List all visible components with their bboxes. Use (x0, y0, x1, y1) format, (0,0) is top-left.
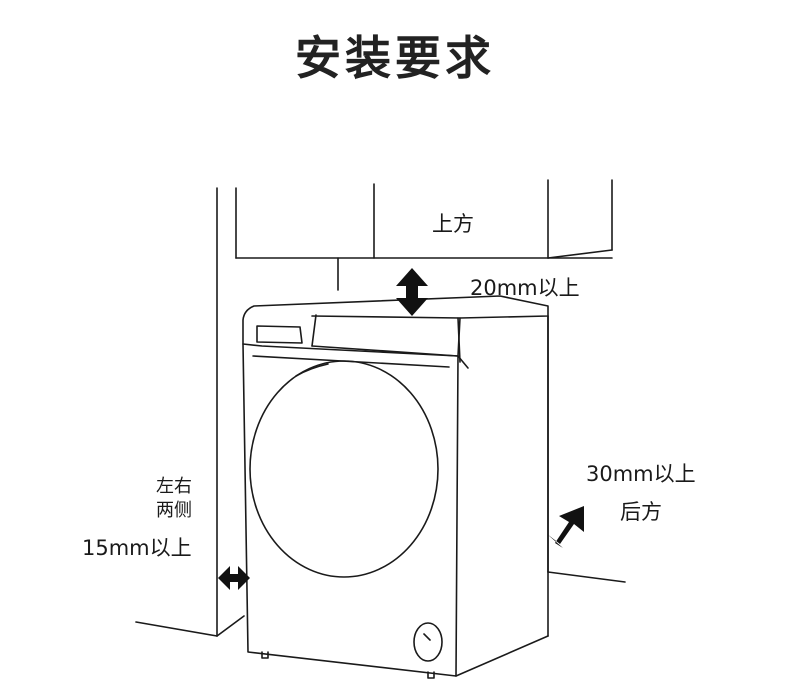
washing-machine (242, 295, 549, 679)
overhead-cabinet (235, 179, 613, 291)
side-wall (135, 187, 245, 637)
back-clearance-label: 30mm以上 (586, 462, 696, 486)
side-area-label-line1: 左右 (156, 476, 192, 497)
page-title: 安装要求 (295, 31, 495, 85)
back-area-label: 后方 (620, 500, 662, 524)
side-clearance-label: 15mm以上 (82, 536, 192, 560)
back-clearance-arrow-icon (547, 506, 584, 548)
top-clearance-arrow-icon (396, 268, 428, 316)
side-clearance-arrow-icon (218, 566, 250, 590)
side-area-label-line2: 两侧 (156, 500, 192, 521)
back-floor-line (547, 571, 626, 583)
top-area-label: 上方 (432, 212, 474, 236)
top-clearance-label: 20mm以上 (470, 276, 580, 300)
